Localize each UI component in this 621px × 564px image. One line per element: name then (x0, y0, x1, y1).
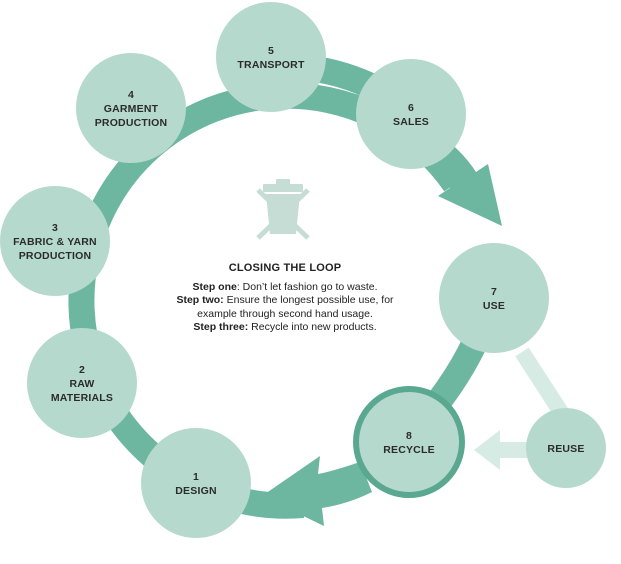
node-transport-number: 5 (268, 45, 274, 57)
node-reuse: REUSE (526, 408, 606, 488)
bin-handle (276, 179, 290, 185)
node-transport-label: TRANSPORT (237, 59, 305, 71)
node-raw-number: 2 (79, 364, 85, 376)
node-use-label: USE (483, 300, 505, 312)
node-sales-number: 6 (408, 102, 414, 114)
step-three-text: Recycle into new products. (251, 321, 377, 333)
node-recycle-number: 8 (406, 430, 412, 442)
node-raw-circle (27, 328, 137, 438)
node-garment-circle (76, 53, 186, 163)
node-recycle-circle (353, 386, 465, 498)
node-fabric-label: FABRIC & YARN (13, 236, 97, 248)
step-one: Step one: Don’t let fashion go to waste. (160, 281, 410, 295)
step-one-sep: : (236, 280, 243, 293)
node-use-number: 7 (491, 286, 497, 298)
bin-cross-b (256, 188, 310, 240)
step-two-lead: Step two: (176, 294, 224, 306)
bin-lid (263, 184, 303, 192)
node-design-number: 1 (193, 471, 199, 483)
step-one-lead: Step one (192, 280, 237, 293)
reuse-loop (474, 347, 573, 470)
node-sales-label: SALES (393, 116, 429, 128)
node-fabric-number: 3 (52, 222, 58, 234)
node-fabric-label: PRODUCTION (19, 250, 92, 262)
recycle-to-design-arrow (262, 456, 372, 526)
step-one-text: Don’t let fashion go to waste. (242, 280, 378, 293)
crossed-out-trash-bin-icon (256, 179, 310, 240)
node-fabric-circle (0, 186, 110, 296)
step-two: Step two: Ensure the longest possible us… (160, 294, 410, 321)
step-three-lead: Step three: (193, 321, 249, 333)
node-recycle-label: RECYCLE (383, 444, 435, 456)
closing-the-loop-title: CLOSING THE LOOP (228, 262, 342, 274)
node-garment-number: 4 (128, 89, 134, 101)
reuse-connector (515, 347, 573, 425)
closing-the-loop-text: CLOSING THE LOOP Step one: Don’t let fas… (160, 262, 410, 335)
node-design-circle (141, 428, 251, 538)
node-transport-circle (216, 2, 326, 112)
node-design-label: DESIGN (175, 485, 216, 497)
node-sales-circle (356, 59, 466, 169)
node-raw-label: MATERIALS (51, 392, 113, 404)
step-three: Step three: Recycle into new products. (160, 321, 410, 335)
node-raw-label: RAW (69, 378, 94, 390)
node-garment-label: GARMENT (104, 103, 159, 115)
node-reuse-circle (526, 408, 606, 488)
node-garment-label: PRODUCTION (95, 117, 168, 129)
reuse-to-recycle-arrow (474, 430, 546, 470)
step-two-text: Ensure the longest possible use, for exa… (197, 294, 394, 320)
node-reuse-label: REUSE (547, 443, 584, 455)
node-use-circle (439, 243, 549, 353)
